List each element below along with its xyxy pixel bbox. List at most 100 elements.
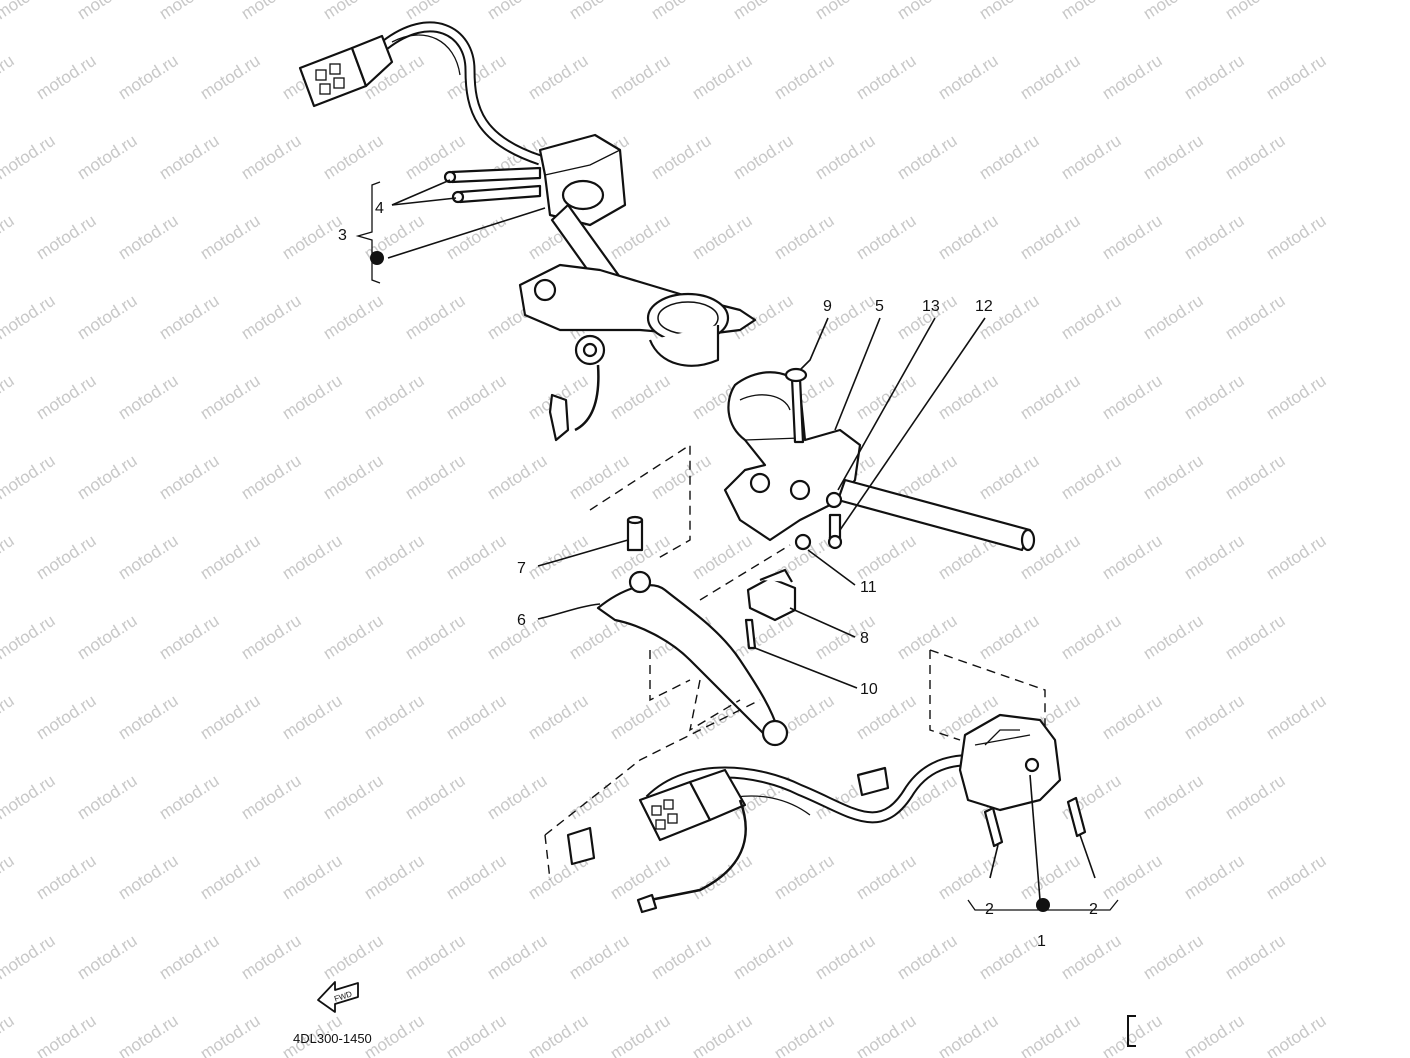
watermark-text: motod.ru <box>771 851 838 903</box>
watermark-text: motod.ru <box>1222 291 1289 343</box>
watermark-text: motod.ru <box>607 851 674 903</box>
watermark-text: motod.ru <box>935 51 1002 103</box>
watermark-text: motod.ru <box>853 371 920 423</box>
watermark-text: motod.ru <box>33 691 100 743</box>
callout-8: 8 <box>860 630 869 647</box>
watermark-text: motod.ru <box>566 931 633 983</box>
watermark-text: motod.ru <box>1140 451 1207 503</box>
watermark-text: motod.ru <box>156 0 223 23</box>
watermark-text: motod.ru <box>607 51 674 103</box>
watermark-text: motod.ru <box>976 0 1043 23</box>
callout-9: 9 <box>823 298 832 315</box>
watermark-text: motod.ru <box>894 0 961 23</box>
watermark-text: motod.ru <box>484 771 551 823</box>
watermark-text: motod.ru <box>320 291 387 343</box>
watermark-layer: motod.ru motod.ru motod.ru motod.ru motod.ru… <box>0 0 1329 1058</box>
watermark-text: motod.ru <box>1140 131 1207 183</box>
watermark-text: motod.ru <box>238 771 305 823</box>
callout-13: 13 <box>922 298 940 315</box>
watermark-text: motod.ru <box>0 291 58 343</box>
callout-11: 11 <box>860 579 877 596</box>
watermark-text: motod.ru <box>33 371 100 423</box>
watermark-text: motod.ru <box>0 451 58 503</box>
watermark-text: motod.ru <box>115 211 182 263</box>
watermark-text: motod.ru <box>812 0 879 23</box>
watermark-text: motod.ru <box>361 691 428 743</box>
watermark-text: motod.ru <box>402 291 469 343</box>
watermark-text: motod.ru <box>1017 371 1084 423</box>
watermark-text: motod.ru <box>0 371 17 423</box>
watermark-text: motod.ru <box>1099 691 1166 743</box>
watermark-text: motod.ru <box>1017 851 1084 903</box>
watermark-text: motod.ru <box>1181 531 1248 583</box>
watermark-text: motod.ru <box>197 211 264 263</box>
watermark-text: motod.ru <box>115 531 182 583</box>
watermark-text: motod.ru <box>1099 211 1166 263</box>
watermark-text: motod.ru <box>443 531 510 583</box>
watermark-text: motod.ru <box>197 371 264 423</box>
watermark-text: motod.ru <box>689 1011 756 1058</box>
watermark-text: motod.ru <box>1222 771 1289 823</box>
leader-lines <box>537 317 986 689</box>
watermark-text: motod.ru <box>976 931 1043 983</box>
watermark-text: motod.ru <box>730 931 797 983</box>
watermark-text: motod.ru <box>1263 211 1330 263</box>
watermark-text: motod.ru <box>0 851 17 903</box>
watermark-text: motod.ru <box>1263 531 1330 583</box>
watermark-text: motod.ru <box>115 51 182 103</box>
watermark-text: motod.ru <box>1181 51 1248 103</box>
watermark-text: motod.ru <box>320 451 387 503</box>
watermark-text: motod.ru <box>484 0 551 23</box>
watermark-text: motod.ru <box>484 451 551 503</box>
watermark-text: motod.ru <box>689 531 756 583</box>
watermark-text: motod.ru <box>320 771 387 823</box>
watermark-text: motod.ru <box>0 0 58 23</box>
watermark-text: motod.ru <box>1222 131 1289 183</box>
watermark-text: motod.ru <box>1058 771 1125 823</box>
watermark-text: motod.ru <box>361 851 428 903</box>
watermark-text: motod.ru <box>1017 1011 1084 1058</box>
watermark-text: motod.ru <box>0 931 58 983</box>
watermark-text: motod.ru <box>894 611 961 663</box>
watermark-text: motod.ru <box>1058 291 1125 343</box>
watermark-text: motod.ru <box>1058 611 1125 663</box>
watermark-text: motod.ru <box>853 51 920 103</box>
watermark-text: motod.ru <box>894 931 961 983</box>
watermark-text: motod.ru <box>525 51 592 103</box>
watermark-text: motod.ru <box>935 371 1002 423</box>
watermark-text: motod.ru <box>197 1011 264 1058</box>
watermark-text: motod.ru <box>33 1011 100 1058</box>
watermark-text: motod.ru <box>812 931 879 983</box>
drawing-code: 4DL300-1450 <box>293 1031 372 1046</box>
watermark-text: motod.ru <box>1017 51 1084 103</box>
watermark-text: motod.ru <box>894 131 961 183</box>
left-switch-assembly <box>298 21 757 442</box>
watermark-text: motod.ru <box>74 291 141 343</box>
watermark-text: motod.ru <box>115 691 182 743</box>
watermark-text: motod.ru <box>771 211 838 263</box>
watermark-text: motod.ru <box>156 611 223 663</box>
watermark-text: motod.ru <box>566 771 633 823</box>
watermark-text: motod.ru <box>279 371 346 423</box>
watermark-text: motod.ru <box>976 131 1043 183</box>
watermark-text: motod.ru <box>1222 611 1289 663</box>
watermark-text: motod.ru <box>1181 371 1248 423</box>
watermark-text: motod.ru <box>1058 0 1125 23</box>
callout-1: 1 <box>1037 933 1046 950</box>
watermark-text: motod.ru <box>607 1011 674 1058</box>
watermark-text: motod.ru <box>1181 1011 1248 1058</box>
watermark-text: motod.ru <box>74 771 141 823</box>
watermark-text: motod.ru <box>361 371 428 423</box>
watermark-text: motod.ru <box>935 851 1002 903</box>
perch-assembly <box>544 367 1046 881</box>
watermark-text: motod.ru <box>812 291 879 343</box>
watermark-text: motod.ru <box>812 131 879 183</box>
watermark-text: motod.ru <box>33 531 100 583</box>
watermark-text: motod.ru <box>648 131 715 183</box>
watermark-text: motod.ru <box>197 51 264 103</box>
watermark-text: motod.ru <box>402 0 469 23</box>
watermark-text: motod.ru <box>156 771 223 823</box>
watermark-text: motod.ru <box>1140 771 1207 823</box>
watermark-text: motod.ru <box>1099 51 1166 103</box>
watermark-text: motod.ru <box>1263 371 1330 423</box>
